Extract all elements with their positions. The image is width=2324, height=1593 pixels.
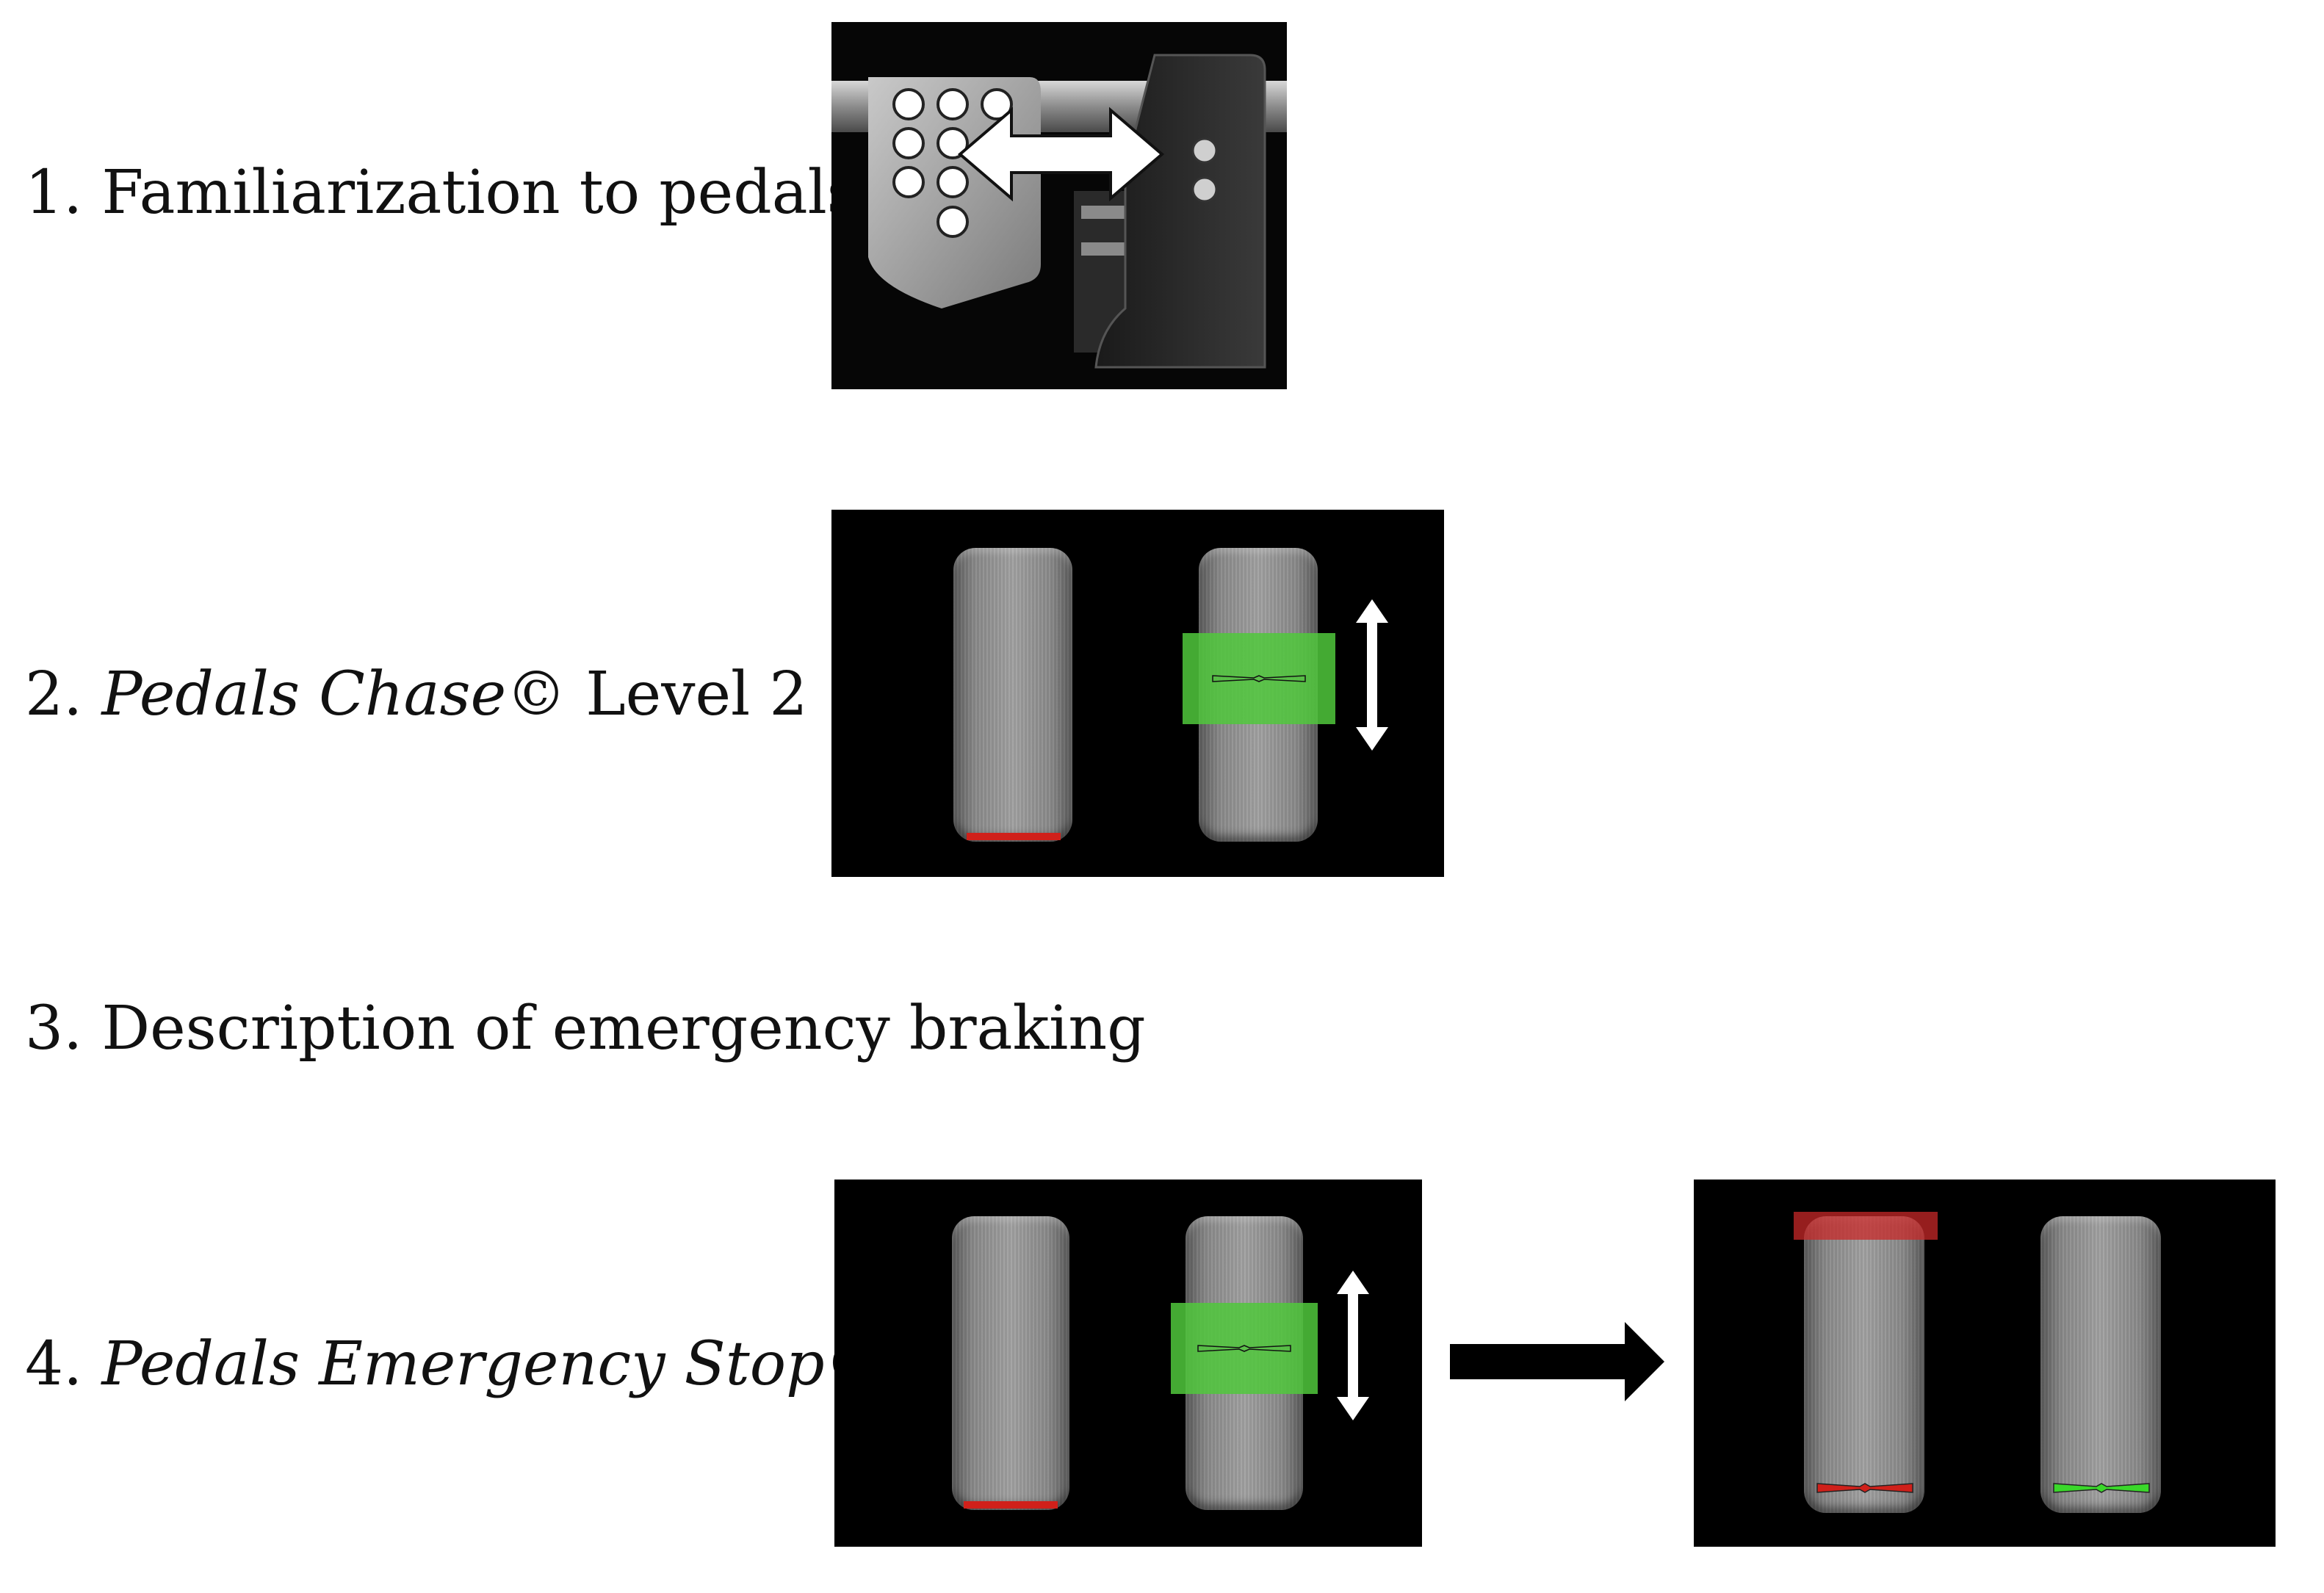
left-pedal-red-indicator	[964, 1501, 1058, 1509]
step-4-label: 4. Pedals Emergency Stop©	[25, 1334, 885, 1395]
double-headed-vertical-arrow-icon	[1356, 599, 1388, 751]
emergency-stop-screen-after	[1694, 1180, 2276, 1547]
double-headed-horizontal-arrow-icon	[957, 106, 1165, 202]
left-pedal	[953, 548, 1072, 842]
brake-target-zone	[1794, 1212, 1938, 1240]
pedal-photo	[831, 22, 1287, 389]
step-2-title-rest: © Level 2	[506, 660, 808, 729]
position-marker-icon	[1197, 1345, 1291, 1352]
emergency-stop-screen-before	[834, 1180, 1422, 1547]
step-3-label: 3. Description of emergency braking	[25, 999, 1146, 1059]
pedals-chase-screen	[831, 510, 1444, 877]
step-4-number: 4.	[25, 1329, 83, 1399]
left-pedal-red-marker-icon	[1816, 1483, 1913, 1493]
step-2-number: 2.	[25, 660, 83, 729]
step-2-label: 2. Pedals Chase© Level 2	[25, 665, 808, 725]
step-3-text: Description of emergency braking	[101, 994, 1146, 1063]
right-pedal	[2040, 1216, 2161, 1513]
target-zone	[1183, 633, 1335, 724]
target-zone	[1171, 1303, 1318, 1394]
left-pedal-red-indicator	[967, 833, 1061, 840]
double-headed-vertical-arrow-icon	[1337, 1271, 1369, 1420]
right-pedal-green-marker-icon	[2053, 1483, 2150, 1493]
step-1-number: 1.	[25, 158, 83, 228]
step-3-number: 3.	[25, 994, 83, 1063]
right-arrow-icon	[1450, 1322, 1664, 1401]
left-pedal	[1804, 1216, 1924, 1513]
step-1-label: 1. Familiarization to pedals	[25, 163, 858, 223]
left-pedal	[952, 1216, 1069, 1510]
pedal-photo-illustration	[831, 22, 1287, 389]
step-1-text: Familiarization to pedals	[101, 158, 858, 228]
step-2-title-italic: Pedals Chase	[101, 660, 507, 729]
position-marker-icon	[1212, 675, 1306, 682]
step-4-title-italic: Pedals Emergency Stop	[101, 1329, 825, 1399]
